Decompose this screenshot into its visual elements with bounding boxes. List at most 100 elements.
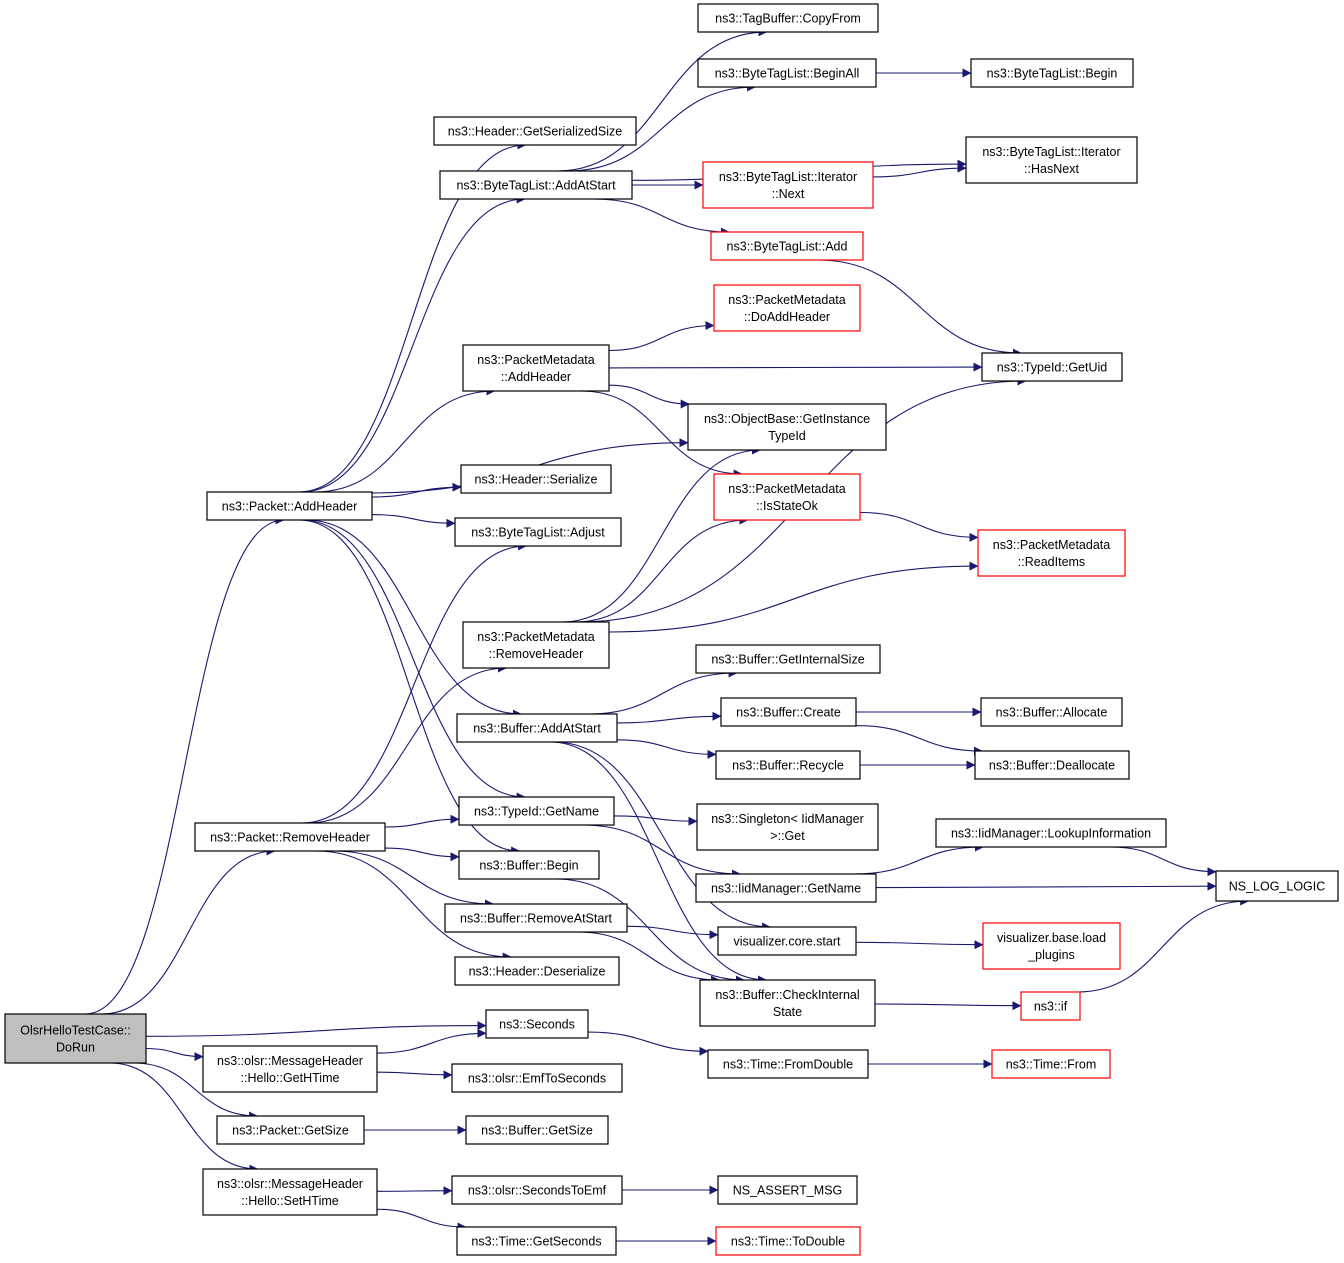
node-ns_log_logic[interactable]: NS_LOG_LOGIC: [1215, 870, 1339, 902]
node-buf_addatstart[interactable]: ns3::Buffer::AddAtStart: [456, 713, 618, 743]
node-buf_getsize[interactable]: ns3::Buffer::GetSize: [465, 1115, 609, 1145]
node-label: ns3::ByteTagList::BeginAll: [715, 67, 860, 81]
node-tid_getuid[interactable]: ns3::TypeId::GetUid: [981, 352, 1123, 382]
node-box: [454, 517, 622, 547]
node-label: ns3::Header::Deserialize: [469, 965, 606, 979]
node-hello_gethtime[interactable]: ns3::olsr::MessageHeader::Hello::GetHTim…: [202, 1045, 378, 1093]
node-label: visualizer.core.start: [734, 935, 842, 949]
node-viz_base_loadplugins[interactable]: visualizer.base.load_plugins: [982, 922, 1121, 970]
node-hdr_deserialize[interactable]: ns3::Header::Deserialize: [454, 956, 620, 986]
node-time_todouble[interactable]: ns3::Time::ToDouble: [715, 1226, 861, 1256]
edge-buf_checkinternalstate-to-ns3_if: [874, 1001, 1022, 1011]
node-box: [454, 956, 620, 986]
edge-root-to-seconds: [145, 1021, 487, 1037]
node-btl_add[interactable]: ns3::ByteTagList::Add: [710, 231, 864, 261]
node-iid_getname[interactable]: ns3::IidManager::GetName: [695, 873, 877, 903]
node-box: [980, 697, 1123, 727]
node-buf_deallocate[interactable]: ns3::Buffer::Deallocate: [974, 750, 1130, 780]
edge-pkt_removeheader-to-buf_begin: [384, 847, 460, 862]
node-box: [710, 231, 864, 261]
node-btl_beginall[interactable]: ns3::ByteTagList::BeginAll: [697, 58, 877, 88]
node-box: [458, 850, 600, 880]
node-hello_sethtime[interactable]: ns3::olsr::MessageHeader::Hello::SetHTim…: [202, 1168, 378, 1216]
node-box: [194, 822, 386, 852]
node-pm_doaddheader[interactable]: ns3::PacketMetadata::DoAddHeader: [713, 284, 861, 332]
node-label: OlsrHelloTestCase::: [20, 1024, 130, 1038]
node-label: ::ReadItems: [1018, 555, 1085, 569]
node-time_fromdouble[interactable]: ns3::Time::FromDouble: [707, 1049, 869, 1079]
node-root[interactable]: OlsrHelloTestCase::DoRun: [4, 1013, 147, 1064]
node-emftoseconds[interactable]: ns3::olsr::EmfToSeconds: [451, 1063, 623, 1093]
node-buf_removeatstart[interactable]: ns3::Buffer::RemoveAtStart: [444, 903, 628, 933]
node-box: [462, 344, 610, 392]
node-iid_lookupinformation[interactable]: ns3::IidManager::LookupInformation: [935, 818, 1167, 848]
node-box: [982, 922, 1121, 970]
edge-pkt_addheader-to-pm_addheader: [314, 386, 496, 493]
edge-buf_addatstart-to-buf_create: [616, 711, 722, 724]
node-buf_getinternalsize[interactable]: ns3::Buffer::GetInternalSize: [695, 644, 881, 674]
edge-ns3_if-to-ns_log_logic: [1076, 896, 1250, 993]
node-btl_iter_hasnext[interactable]: ns3::ByteTagList::Iterator::HasNext: [965, 136, 1138, 184]
node-box: [456, 1226, 617, 1256]
node-label: ns3::Buffer::AddAtStart: [473, 722, 601, 736]
node-pkt_addheader[interactable]: ns3::Packet::AddHeader: [206, 491, 373, 521]
node-label: ns3::Buffer::GetSize: [481, 1124, 593, 1138]
node-label: ns3::ByteTagList::Begin: [987, 67, 1118, 81]
node-box: [707, 1049, 869, 1079]
node-box: [717, 926, 857, 956]
node-box: [696, 803, 879, 851]
node-pm_removeheader[interactable]: ns3::PacketMetadata::RemoveHeader: [462, 621, 610, 669]
node-box: [713, 284, 861, 332]
edge-root-to-pkt_removeheader: [101, 846, 276, 1015]
node-btl_iter_next[interactable]: ns3::ByteTagList::Iterator::Next: [702, 161, 874, 209]
node-btl_begin[interactable]: ns3::ByteTagList::Begin: [970, 58, 1134, 88]
node-pm_readitems[interactable]: ns3::PacketMetadata::ReadItems: [977, 529, 1126, 577]
edge-pm_isstateok-to-pm_readitems: [859, 511, 979, 542]
node-box: [456, 713, 618, 743]
node-label: ns3::Buffer::Allocate: [996, 706, 1108, 720]
node-time_getseconds[interactable]: ns3::Time::GetSeconds: [456, 1226, 617, 1256]
node-label: TypeId: [768, 429, 806, 443]
edge-pkt_removeheader-to-hdr_deserialize: [315, 850, 512, 962]
node-tid_getname[interactable]: ns3::TypeId::GetName: [458, 796, 615, 826]
node-nsassertmsg[interactable]: NS_ASSERT_MSG: [717, 1175, 858, 1205]
node-hdr_serialize[interactable]: ns3::Header::Serialize: [460, 464, 612, 494]
node-secondstoemf[interactable]: ns3::olsr::SecondsToEmf: [451, 1175, 623, 1205]
node-time_from[interactable]: ns3::Time::From: [991, 1049, 1111, 1079]
node-label: ns3::Buffer::GetInternalSize: [711, 653, 864, 667]
node-box: [965, 136, 1138, 184]
edge-pkt_addheader-to-btl_adjust: [371, 514, 456, 528]
node-label: ns3::if: [1034, 1000, 1068, 1014]
node-pkt_removeheader[interactable]: ns3::Packet::RemoveHeader: [194, 822, 386, 852]
node-label: ::DoAddHeader: [744, 310, 830, 324]
edge-pkt_removeheader-to-btl_adjust: [301, 541, 528, 824]
node-label: ns3::Buffer::CheckInternal: [715, 988, 859, 1002]
edge-viz_core_start-to-viz_base_loadplugins: [855, 940, 984, 950]
node-btl_adjust[interactable]: ns3::ByteTagList::Adjust: [454, 517, 622, 547]
node-label: ns3::Time::FromDouble: [723, 1058, 853, 1072]
node-box: [451, 1175, 623, 1205]
node-box: [1020, 991, 1081, 1021]
node-pm_addheader[interactable]: ns3::PacketMetadata::AddHeader: [462, 344, 610, 392]
node-pm_isstateok[interactable]: ns3::PacketMetadata::IsStateOk: [713, 473, 861, 521]
node-pkt_getsize[interactable]: ns3::Packet::GetSize: [216, 1115, 365, 1145]
node-tagbuf_copyfrom[interactable]: ns3::TagBuffer::CopyFrom: [697, 3, 879, 33]
node-viz_core_start[interactable]: visualizer.core.start: [717, 926, 857, 956]
edge-root-to-hello_sethtime: [109, 1062, 259, 1174]
node-ns3_if[interactable]: ns3::if: [1020, 991, 1081, 1021]
node-seconds[interactable]: ns3::Seconds: [485, 1009, 589, 1039]
node-box: [970, 58, 1134, 88]
node-singleton_get[interactable]: ns3::Singleton< IidManager>::Get: [696, 803, 879, 851]
node-label: ns3::Packet::AddHeader: [222, 500, 358, 514]
node-box: [991, 1049, 1111, 1079]
node-buf_allocate[interactable]: ns3::Buffer::Allocate: [980, 697, 1123, 727]
node-buf_create[interactable]: ns3::Buffer::Create: [720, 697, 857, 727]
node-btl_addatstart[interactable]: ns3::ByteTagList::AddAtStart: [439, 170, 633, 200]
node-label: visualizer.base.load: [997, 931, 1106, 945]
node-hdr_getserializedsize[interactable]: ns3::Header::GetSerializedSize: [433, 116, 637, 146]
node-buf_begin[interactable]: ns3::Buffer::Begin: [458, 850, 600, 880]
node-buf_recycle[interactable]: ns3::Buffer::Recycle: [715, 750, 861, 780]
node-box: [462, 621, 610, 669]
